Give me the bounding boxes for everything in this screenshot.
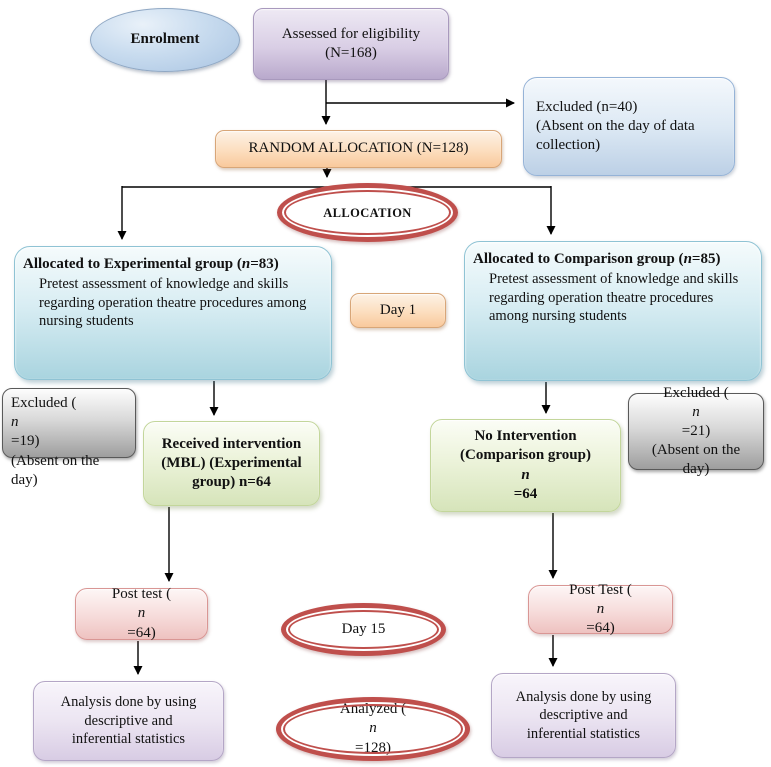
node-day1: Day 1 xyxy=(350,293,446,328)
node-analysis-right: Analysis done by using descriptive and i… xyxy=(491,673,676,758)
node-excluded-21: Excluded (n=21) (Absent on the day) xyxy=(628,385,764,477)
experimental-body: Pretest assessment of knowledge and skil… xyxy=(39,276,307,330)
node-excluded-19: Excluded (n=19) (Absent on the day) xyxy=(2,388,136,488)
node-day15: Day 15 xyxy=(281,603,446,656)
node-random-allocation: RANDOM ALLOCATION (N=128) xyxy=(215,130,502,168)
node-post-test-right: Post Test (n=64) xyxy=(528,582,673,636)
node-received-intervention: Received intervention (MBL) (Experimenta… xyxy=(143,421,320,506)
node-assessed-eligibility: Assessed for eligibility (N=168) xyxy=(253,8,449,80)
node-allocated-comparison: Allocated to Comparison group (n=85) Pre… xyxy=(464,241,762,381)
experimental-title: Allocated to Experimental group (n=83) xyxy=(23,256,279,272)
node-allocated-experimental: Allocated to Experimental group (n=83) P… xyxy=(14,246,332,380)
comparison-title: Allocated to Comparison group (n=85) xyxy=(473,251,721,267)
node-post-test-left: Post test (n=64) xyxy=(75,586,208,641)
node-allocation-stage: ALLOCATION xyxy=(277,183,458,242)
node-excluded-40: Excluded (n=40) (Absent on the day of da… xyxy=(523,77,735,176)
node-analysis-left: Analysis done by using descriptive and i… xyxy=(33,681,224,761)
node-enrolment: Enrolment xyxy=(90,8,240,72)
node-no-intervention: No Intervention (Comparison group) n=64 xyxy=(430,419,621,512)
comparison-body: Pretest assessment of knowledge and skil… xyxy=(489,271,739,325)
node-analyzed: Analyzed (n=128) xyxy=(276,697,470,761)
